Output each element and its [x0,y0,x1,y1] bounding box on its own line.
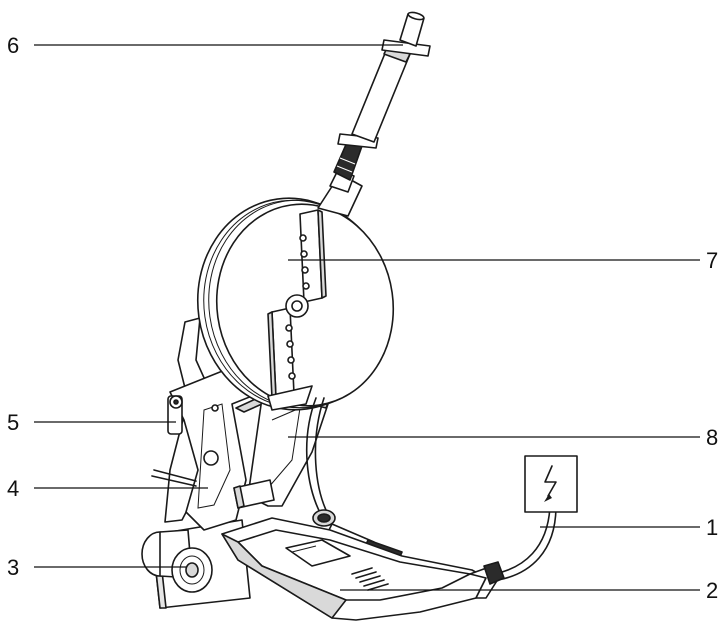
callout-7: 7 [706,248,718,273]
heating-element [196,197,395,411]
callout-5: 5 [7,410,19,435]
clamp-lever [151,395,197,487]
vent-slots [351,567,389,591]
callout-3: 3 [7,555,19,580]
callout-1: 1 [706,515,718,540]
callout-labels: 6 7 5 8 4 1 3 2 [7,33,718,603]
handle-shaft [317,11,431,217]
power-cable [483,505,557,585]
leader-lines [34,44,700,591]
callout-6: 6 [7,33,19,58]
callout-8: 8 [706,425,718,450]
clamp-knob [141,529,213,593]
high-voltage-icon [524,455,578,513]
callout-2: 2 [706,578,718,603]
callout-4: 4 [7,476,19,501]
